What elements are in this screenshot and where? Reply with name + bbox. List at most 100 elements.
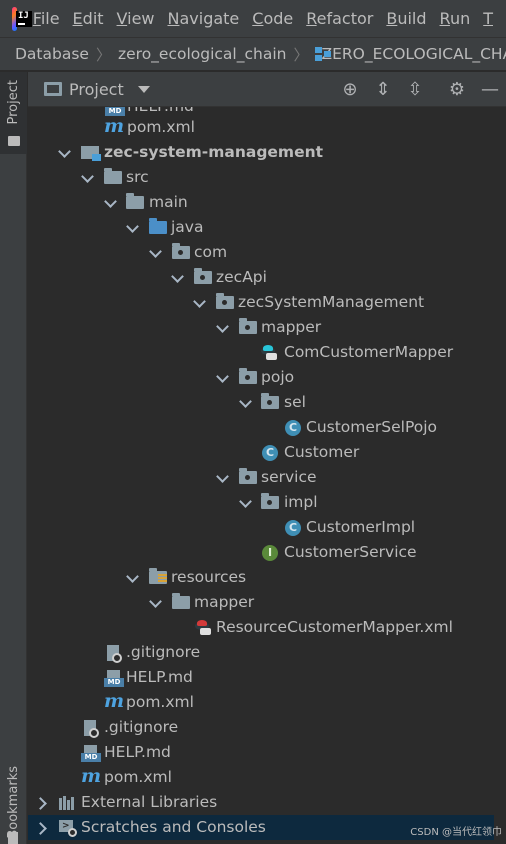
chevron-down-icon[interactable] [59,146,69,156]
scratches-icon: >_ [59,820,77,837]
menu-run[interactable]: Run [439,9,471,28]
tree-label: pom.xml [126,693,194,711]
tree-row-impl[interactable]: impl [28,490,494,515]
chevron-down-icon[interactable] [194,296,204,306]
tree-row-sel[interactable]: sel [28,390,494,415]
project-tool-tab[interactable]: Project [0,72,27,154]
tree-row-help-md-partial[interactable]: MD HELP.md [28,107,494,119]
tree-row-zecsystemmanagement[interactable]: zecSystemManagement [28,290,494,315]
tree-row-resources[interactable]: resources [28,565,494,590]
tree-row-main[interactable]: main [28,190,494,215]
tree-label: service [261,468,317,486]
menu-build[interactable]: Build [386,9,427,28]
tree-label: zec-system-management [104,143,324,161]
tree-row-src[interactable]: src [28,165,494,190]
tree-row-pom-xml[interactable]: m pom.xml [28,115,494,140]
tree-label: impl [284,493,318,511]
breadcrumb-item[interactable]: zero_ecological_chain [117,45,287,63]
tree-row-resourcecustomermapper-xml[interactable]: ResourceCustomerMapper.xml [28,615,494,640]
tree-label: zecApi [216,268,267,286]
tree-row-scratches[interactable]: >_ Scratches and Consoles [28,815,494,840]
tree-row-root-pom-xml[interactable]: m pom.xml [28,765,494,790]
tree-row-pom-xml[interactable]: m pom.xml [28,690,494,715]
tree-row-comcustomermapper[interactable]: ComCustomerMapper [28,340,494,365]
tree-row-mapper-pkg[interactable]: mapper [28,315,494,340]
chevron-down-icon[interactable] [137,85,150,93]
chevron-down-icon[interactable] [82,171,92,181]
chevron-down-icon[interactable] [240,496,250,506]
tree-row-zecapi[interactable]: zecApi [28,265,494,290]
folder-icon [126,193,144,209]
package-icon [172,243,190,259]
collapse-all-icon[interactable]: ⇳ [407,79,423,100]
tree-row-customerselpojo[interactable]: C CustomerSelPojo [28,415,494,440]
chevron-down-icon[interactable] [172,271,182,281]
project-view-title[interactable]: Project [69,79,124,99]
tree-row-service[interactable]: service [28,465,494,490]
tree-row-root-help-md[interactable]: MD HELP.md [28,740,494,765]
tree-label: com [194,243,228,261]
tree-label: .gitignore [104,718,179,736]
tree-row-mapper-folder[interactable]: mapper [28,590,494,615]
tree-label: Customer [284,443,360,461]
folder-icon [104,168,122,184]
tree-label: pojo [261,368,295,386]
module-folder-icon [81,146,101,161]
tree-label: External Libraries [81,793,218,811]
chevron-down-icon[interactable] [217,321,227,331]
tree-label: CustomerService [284,543,417,561]
breadcrumb-item[interactable]: ZERO_ECOLOGICAL_CHAIN [321,45,506,63]
tree-row-module[interactable]: zec-system-management [28,140,494,165]
project-tree: MD HELP.md m pom.xml zec-system-manageme… [28,107,506,844]
menu-navigate[interactable]: Navigate [167,9,240,28]
tree-row-customerservice[interactable]: I CustomerService [28,540,494,565]
tree-row-gitignore[interactable]: .gitignore [28,640,494,665]
tree-label: HELP.md [126,668,193,686]
menu-bar: IJ File Edit View Navigate Code Refactor… [0,0,506,37]
gear-icon[interactable]: ⚙ [448,79,466,100]
menu-tools[interactable]: T [483,9,493,28]
chevron-down-icon[interactable] [105,196,115,206]
intellij-logo-icon: IJ [12,6,32,31]
tree-row-pojo[interactable]: pojo [28,365,494,390]
left-tool-strip: Project Bookmarks [0,72,27,844]
chevron-right-icon: 〉 [95,45,111,64]
expand-all-icon[interactable]: ⇕ [375,79,391,100]
mybatis-xml-icon [194,619,212,637]
locate-icon[interactable]: ⊕ [342,79,358,100]
chevron-down-icon[interactable] [127,571,137,581]
menu-edit[interactable]: Edit [72,9,104,28]
tree-row-customer[interactable]: C Customer [28,440,494,465]
menu-file[interactable]: File [32,9,60,28]
markdown-file-icon: MD [105,107,125,116]
maven-icon: m [104,690,125,712]
tree-label: sel [284,393,306,411]
chevron-down-icon[interactable] [150,596,160,606]
chevron-right-icon[interactable] [36,822,46,832]
chevron-down-icon[interactable] [240,396,250,406]
project-tool-window-header: Project ⊕ ⇕ ⇳ ⚙ — [28,72,506,107]
tree-label: src [126,168,149,186]
bookmarks-tab-label: Bookmarks [6,766,21,839]
chevron-down-icon[interactable] [217,371,227,381]
tree-row-root-gitignore[interactable]: .gitignore [28,715,494,740]
chevron-right-icon: 〉 [293,45,309,64]
chevron-down-icon[interactable] [127,221,137,231]
minimize-icon[interactable]: — [481,79,499,100]
menu-refactor[interactable]: Refactor [306,9,374,28]
menu-view[interactable]: View [116,9,155,28]
tree-row-customerimpl[interactable]: C CustomerImpl [28,515,494,540]
breadcrumb: Database 〉 zero_ecological_chain 〉 ZERO_… [0,37,506,71]
tree-row-com[interactable]: com [28,240,494,265]
package-icon [239,318,257,334]
tree-row-help-md[interactable]: MD HELP.md [28,665,494,690]
menu-code[interactable]: Code [252,9,294,28]
breadcrumb-item[interactable]: Database [15,45,89,63]
chevron-down-icon[interactable] [150,246,160,256]
chevron-right-icon[interactable] [36,797,46,807]
tree-label: ResourceCustomerMapper.xml [216,618,453,636]
chevron-down-icon[interactable] [217,471,227,481]
maven-icon: m [81,765,102,787]
tree-row-java[interactable]: java [28,215,494,240]
tree-row-external-libraries[interactable]: External Libraries [28,790,494,815]
